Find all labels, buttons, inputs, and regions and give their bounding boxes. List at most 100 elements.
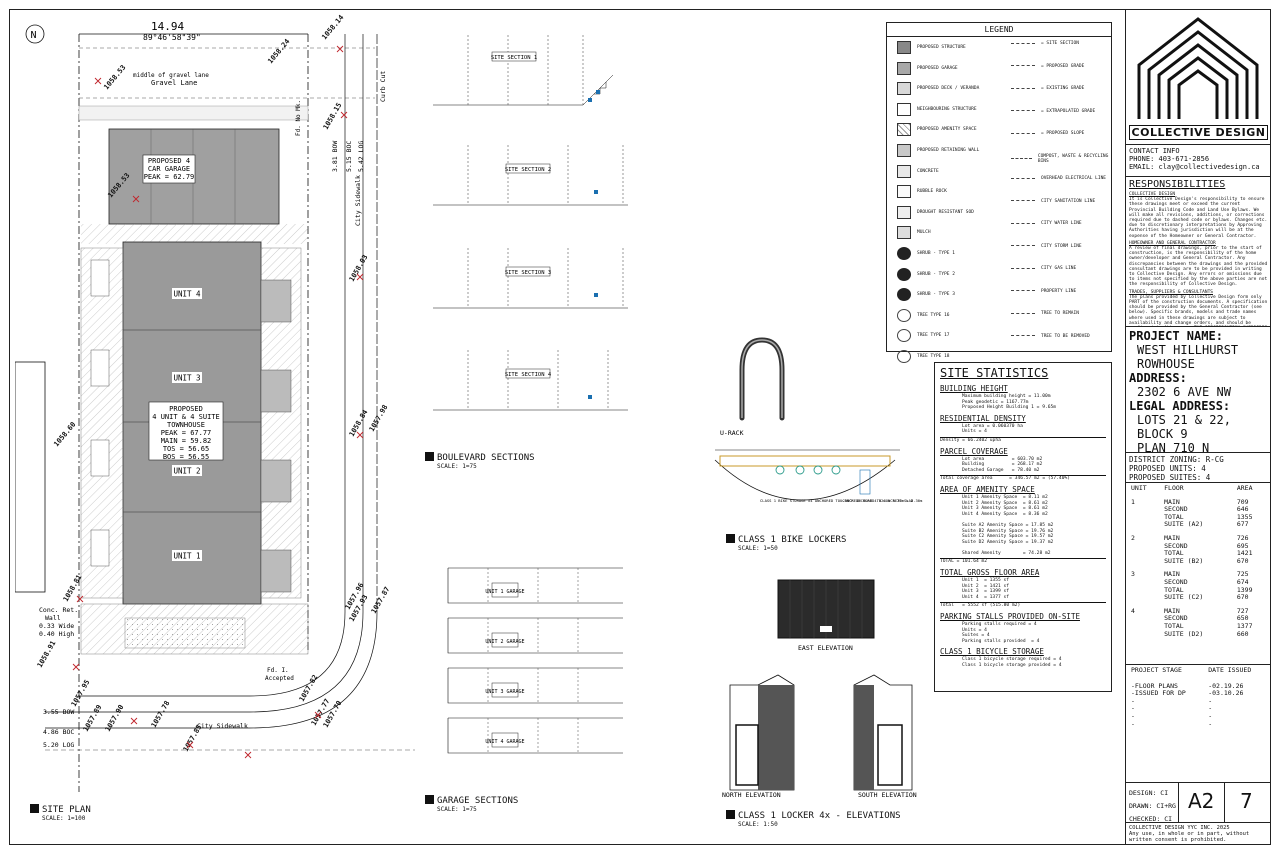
legend-right-label: OVERHEAD ELECTRICAL LINE [1041, 176, 1107, 181]
floor-area: 1421 [1236, 549, 1253, 558]
north-label: N [31, 30, 37, 41]
stats-heading: PARCEL COVERAGE [940, 446, 1008, 456]
stats-heading: PARKING STALLS PROVIDED ON-SITE [940, 612, 1080, 622]
floor-area: 709 [1236, 497, 1249, 506]
site-section-1-label: SITE SECTION 1 [491, 55, 537, 61]
legend-right-item: TREE TO REMAIN [1011, 311, 1079, 316]
legend-right-label: COMPOST, WASTE & RECYCLING BINS [1037, 153, 1109, 164]
floor-name: SECOND [1164, 541, 1188, 550]
townhouse-label-2: 4 UNIT & 4 SUITE [152, 413, 219, 421]
townhouse-label-1: PROPOSED [169, 405, 203, 413]
firm-name: COLLECTIVE DESIGN [1129, 125, 1268, 140]
retaining-wall-label-2: Wall [45, 614, 61, 622]
u-rack-icon [739, 337, 785, 421]
legend-left-item: DROUGHT RESISTANT SOD [897, 205, 974, 219]
legend-symbol-icon [1011, 177, 1035, 180]
legend-left-item: TREE TYPE 18 [897, 350, 950, 363]
floor-area: 1377 [1236, 621, 1253, 630]
legal-line-1: LOTS 21 & 22, [1137, 413, 1231, 427]
north-elevation-label: NORTH ELEVATION [722, 791, 781, 799]
legend-right-item: CITY GAS LINE [1011, 266, 1076, 271]
garage-sections-drawing: UNIT 1 GARAGE UNIT 2 GARAGE UNIT 3 GARAG… [447, 567, 623, 754]
neighbouring-structure [15, 361, 46, 593]
responsibility-title: TRADES, SUPPLIERS & CONSULTANTS [1129, 289, 1213, 295]
garage-label-3: PEAK = 62.79 [144, 173, 195, 181]
south-elevation-label: SOUTH ELEVATION [858, 791, 917, 799]
table-header: FLOOR [1164, 484, 1184, 492]
stats-line: Unit 1 = 1355 sf [962, 578, 1010, 584]
floor-name: SUITE (A2) [1164, 520, 1204, 529]
unit-number [1129, 615, 1162, 623]
stats-line: Unit 1 Amenity Space = 8.11 m2 [962, 494, 1048, 500]
stats-heading: BUILDING HEIGHT [940, 384, 1008, 393]
legend-symbol-icon [1011, 110, 1035, 112]
legend-left-label: PROPOSED GARAGE [917, 65, 958, 71]
stats-line: Building = 268.17 m2 [962, 462, 1043, 468]
fd-no-mk-label: Fd. No Mk. [295, 100, 302, 136]
garage-label-2: CAR GARAGE [148, 165, 190, 173]
legend-symbol-icon [1011, 312, 1035, 315]
stage-cell: - [1131, 704, 1135, 713]
stats-line: Unit 4 Amenity Space = 8.36 m2 [962, 511, 1048, 517]
unit-number [1129, 558, 1162, 566]
floor-name: SUITE (B2) [1164, 556, 1204, 565]
top-dimension: 14.94 [151, 20, 184, 33]
floor-name: TOTAL [1164, 585, 1184, 594]
table-row: -FLOOR PLANS-02.19.26 [1129, 682, 1268, 691]
table-header: PROJECT STAGE [1131, 666, 1182, 674]
site-statistics-title: SITE STATISTICS [940, 366, 1049, 380]
table-row: SUITE (C2)670 [1129, 594, 1268, 602]
grade-marker-icons [72, 45, 364, 759]
legend-symbol-icon [1011, 157, 1032, 160]
floor-name: MAIN [1164, 497, 1180, 506]
legend-right-item: PROPERTY LINE [1011, 289, 1076, 294]
section-grade-markers [588, 90, 600, 399]
legend-right-label: CITY WATER LINE [1041, 221, 1082, 226]
townhouse-label-5: MAIN = 59.82 [161, 437, 212, 445]
legend-left-item: NEIGHBOURING STRUCTURE [897, 102, 977, 116]
stats-heading: AREA OF AMENITY SPACE [940, 484, 1035, 494]
collective-design-logo-icon [1137, 17, 1259, 119]
legend-right-item: OVERHEAD ELECTRICAL LINE [1011, 176, 1106, 181]
unit-label-3: UNIT 3 [172, 372, 202, 383]
grade-16: 1057.98 [368, 403, 390, 433]
table-row: TOTAL 1377 [1129, 621, 1268, 631]
log-south-label: 5.20 LOG [43, 741, 74, 749]
stage-cell: - [1131, 711, 1135, 720]
stats-line: Unit 3 Amenity Space = 8.61 m2 [962, 506, 1048, 512]
grade-10: 1058.91 [36, 639, 58, 669]
proposed-units: PROPOSED UNITS: 4 [1129, 464, 1206, 473]
stats-line: Peak geodetic = 1167.77m [962, 399, 1029, 405]
site-section-4-label: SITE SECTION 4 [505, 372, 552, 378]
stage-cell: -03.10.26 [1208, 689, 1244, 698]
legend-right-item: TREE TO BE REMOVED [1011, 334, 1090, 339]
legend-left-label: MULCH [917, 230, 931, 236]
legend-symbol-icon [1011, 222, 1035, 225]
grade-5: 1058.60 [52, 421, 77, 449]
copyright: COLLECTIVE DESIGN YYC INC. 2025 [1129, 825, 1230, 831]
stats-line: Suite C2 Amenity Space = 19.57 m2 [962, 534, 1054, 540]
floor-name: MAIN [1164, 533, 1180, 542]
legend-left-label: PROPOSED RETAINING WALL [917, 148, 980, 153]
floor-name: TOTAL [1164, 512, 1184, 521]
legend-swatch-icon [897, 308, 911, 322]
legend-symbol-icon [1011, 65, 1035, 67]
stage-cell: - [1208, 719, 1213, 728]
curb-cut-label: Curb Cut [379, 71, 387, 102]
bike-storage-note: CLASS 1 BIKE STORAGE x4 ANCHORED TO CONC… [760, 498, 923, 503]
floor-area: 727 [1236, 606, 1249, 615]
legend-right-label: = PROPOSED GRADE [1041, 63, 1085, 69]
stage-cell: - [1208, 704, 1213, 713]
stats-line: Unit 2 Amenity Space = 8.61 m2 [962, 500, 1048, 506]
legend-right-label: = PROPOSED SLOPE [1041, 131, 1085, 136]
table-row: -- [1129, 705, 1268, 713]
floor-name: SECOND [1164, 577, 1188, 586]
legend-swatch-icon [897, 267, 911, 281]
floor-name: TOTAL [1164, 621, 1184, 630]
unit-number [1129, 623, 1162, 631]
